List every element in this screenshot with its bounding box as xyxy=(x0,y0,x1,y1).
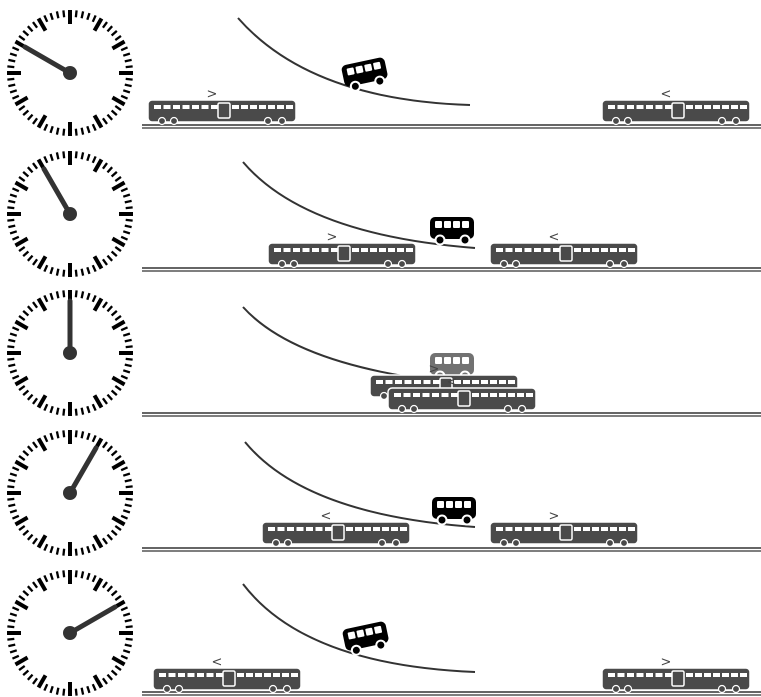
panel: >< xyxy=(7,290,761,417)
minute-hand xyxy=(41,166,73,217)
clock-center xyxy=(63,626,77,640)
clock-icon xyxy=(7,10,133,136)
clock-icon xyxy=(7,290,133,416)
train-icon: > xyxy=(147,87,297,126)
train-icon: > xyxy=(489,509,639,548)
clock-center xyxy=(63,66,77,80)
train-icon: > xyxy=(601,655,751,694)
minute-hand xyxy=(67,445,99,496)
direction-arrow: > xyxy=(429,362,440,377)
clock-icon xyxy=(7,430,133,556)
track-line xyxy=(142,547,761,552)
direction-arrow: < xyxy=(661,87,672,102)
panel: >< xyxy=(7,10,761,136)
train-icon: < xyxy=(387,375,537,414)
road-curve xyxy=(244,441,476,528)
panel: >< xyxy=(7,151,761,277)
clock-icon xyxy=(7,570,133,696)
road-curve xyxy=(237,17,471,106)
train-icon: < xyxy=(152,655,302,694)
track-line xyxy=(142,124,761,129)
clock-center xyxy=(63,486,77,500)
panel: <> xyxy=(7,430,761,556)
direction-arrow: < xyxy=(447,375,458,390)
minute-hand xyxy=(22,44,73,76)
train-icon: < xyxy=(601,87,751,126)
train-icon: > xyxy=(267,230,417,269)
clock-center xyxy=(63,346,77,360)
clock-icon xyxy=(7,151,133,277)
direction-arrow: > xyxy=(327,230,338,245)
clock-center xyxy=(63,207,77,221)
bus-icon xyxy=(342,621,389,656)
direction-arrow: > xyxy=(661,655,672,670)
direction-arrow: > xyxy=(549,509,560,524)
track-line xyxy=(142,412,761,417)
direction-arrow: < xyxy=(549,230,560,245)
direction-arrow: < xyxy=(212,655,223,670)
panel: <> xyxy=(7,570,761,696)
bus-icon xyxy=(430,217,474,246)
minute-hand xyxy=(67,604,118,636)
road-curve xyxy=(242,583,476,673)
direction-arrow: > xyxy=(207,87,218,102)
train-icon: < xyxy=(489,230,639,269)
track-line xyxy=(142,267,761,272)
road-curve xyxy=(242,161,476,249)
direction-arrow: < xyxy=(321,509,332,524)
track-line xyxy=(142,691,761,696)
bus-icon xyxy=(432,497,476,526)
bus-icon xyxy=(341,57,388,92)
train-icon: < xyxy=(261,509,411,548)
